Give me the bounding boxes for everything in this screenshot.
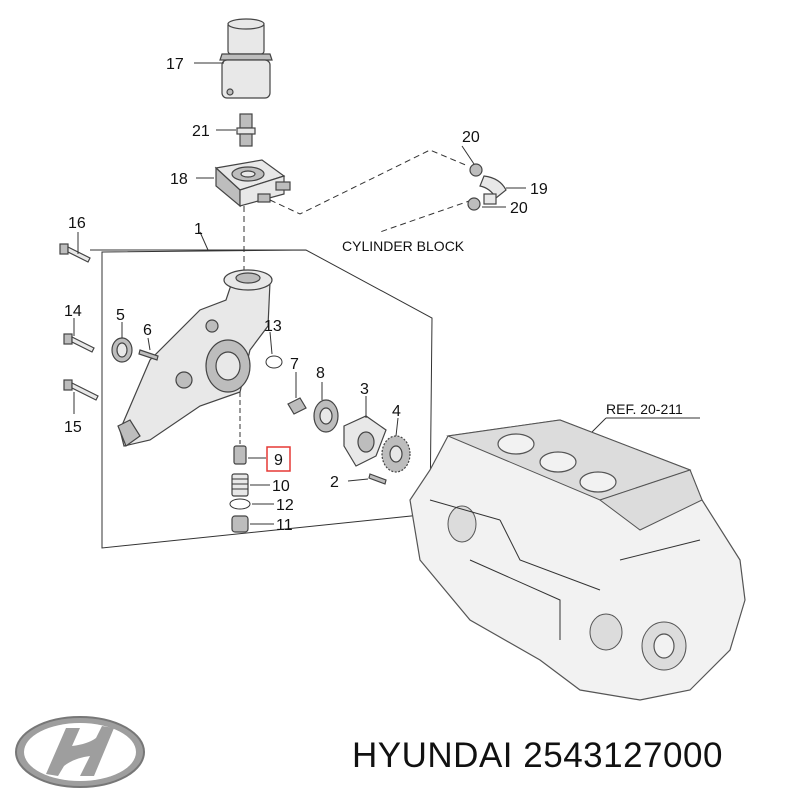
callout-7: 7 bbox=[290, 356, 299, 373]
highlight-box bbox=[266, 446, 291, 472]
callout-10: 10 bbox=[272, 478, 290, 495]
hyundai-logo-icon bbox=[15, 716, 145, 788]
pin bbox=[138, 349, 159, 361]
callout-9: 9 bbox=[274, 452, 283, 469]
relief-spring bbox=[231, 473, 249, 497]
callout-4: 4 bbox=[392, 403, 401, 420]
o-ring bbox=[265, 355, 283, 369]
gasket bbox=[229, 498, 251, 510]
oil-hose bbox=[467, 163, 507, 211]
part-caption: HYUNDAI 2543127000 bbox=[352, 736, 723, 776]
cylinder-block bbox=[409, 419, 746, 701]
brand-name: HYUNDAI bbox=[352, 736, 514, 775]
callout-21: 21 bbox=[192, 123, 210, 140]
callout-19: 19 bbox=[530, 181, 548, 198]
plug bbox=[231, 515, 249, 533]
callout-1: 1 bbox=[194, 221, 203, 238]
callout-18: 18 bbox=[170, 171, 188, 188]
ref-label: REF. 20-211 bbox=[606, 401, 683, 417]
callout-20-bottom: 20 bbox=[510, 200, 528, 217]
callout-8: 8 bbox=[316, 365, 325, 382]
oil-seal bbox=[111, 337, 133, 363]
outer-rotor bbox=[313, 399, 339, 433]
oil-cooler bbox=[214, 159, 291, 208]
bolt-14 bbox=[63, 333, 95, 353]
relief-plunger bbox=[233, 445, 247, 465]
callout-14: 14 bbox=[64, 303, 82, 320]
callout-6: 6 bbox=[143, 322, 152, 339]
screw bbox=[368, 473, 387, 485]
callout-16: 16 bbox=[68, 215, 86, 232]
callout-2: 2 bbox=[330, 474, 339, 491]
inner-rotor bbox=[287, 397, 307, 415]
nipple bbox=[236, 113, 256, 147]
callout-5: 5 bbox=[116, 307, 125, 324]
part-number: 2543127000 bbox=[523, 736, 723, 775]
cylinder-block-label: CYLINDER BLOCK bbox=[342, 238, 465, 254]
callout-15: 15 bbox=[64, 419, 82, 436]
drive-gear bbox=[381, 435, 411, 473]
oil-pump-housing bbox=[117, 269, 273, 447]
bolt-16 bbox=[59, 243, 91, 263]
callout-13: 13 bbox=[264, 318, 282, 335]
oil-filter bbox=[219, 18, 273, 99]
callout-3: 3 bbox=[360, 381, 369, 398]
callout-20-top: 20 bbox=[462, 129, 480, 146]
callout-11: 11 bbox=[276, 517, 293, 534]
callout-17: 17 bbox=[166, 56, 184, 73]
bolt-15 bbox=[63, 379, 99, 401]
callout-12: 12 bbox=[276, 497, 294, 514]
pump-cover bbox=[343, 415, 387, 467]
